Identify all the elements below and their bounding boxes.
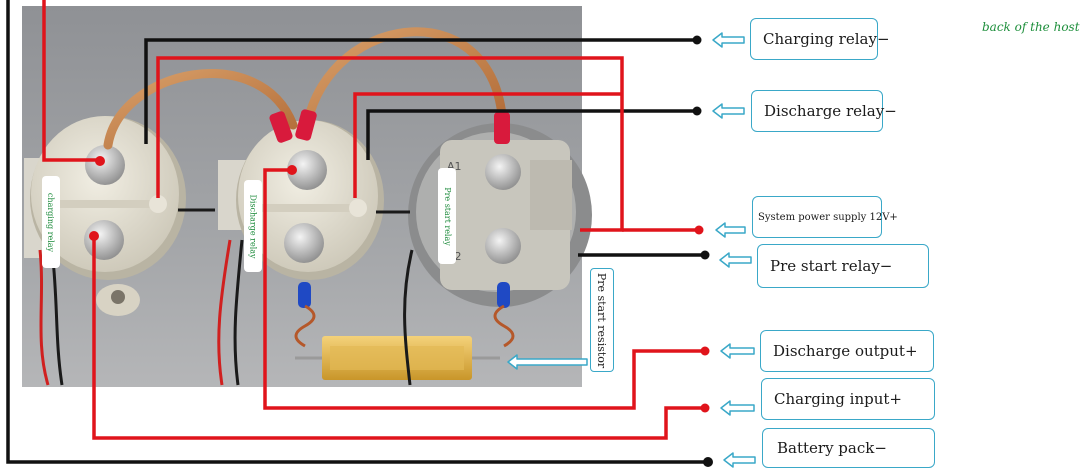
wire-charging-input bbox=[92, 236, 703, 440]
callout-charging-input-pos-text: Charging input+ bbox=[774, 390, 902, 408]
callout-battery-pack-neg: Battery pack− bbox=[762, 428, 935, 468]
callout-battery-pack-neg-text: Battery pack− bbox=[777, 439, 887, 457]
callout-charging-input-pos: Charging input+ bbox=[761, 378, 935, 420]
callout-discharge-output-pos: Discharge output+ bbox=[760, 330, 934, 372]
callout-system-power: System power supply 12V+ bbox=[752, 196, 898, 238]
pre-start-resistor-text: Pre start resistor bbox=[595, 272, 609, 368]
discharge-relay-tag: Discharge relay bbox=[244, 180, 262, 272]
charging-relay-tag: charging relay bbox=[42, 176, 60, 268]
wire-battery-neg bbox=[6, 0, 706, 464]
wire-charging-relay-neg bbox=[144, 38, 697, 144]
arrow-charging-relay bbox=[712, 32, 745, 48]
pre-start-resistor-callout: Pre start resistor bbox=[590, 268, 614, 372]
pre-start-relay: A1 A2 bbox=[408, 123, 592, 307]
callout-discharge-relay-neg-text: Discharge relay− bbox=[764, 102, 897, 120]
host-note: back of the host bbox=[982, 20, 1080, 34]
arrow-discharge-relay bbox=[712, 103, 745, 119]
wiring-lines bbox=[6, 0, 706, 464]
charging-relay-tag-text: charging relay bbox=[46, 192, 56, 252]
callout-pre-start-relay-neg: Pre start relay− bbox=[757, 244, 929, 288]
pre-start-relay-tag-text: Pre start relay bbox=[442, 186, 452, 246]
arrow-battery-pack bbox=[723, 452, 756, 468]
blue-connectors bbox=[298, 282, 510, 308]
arrow-pre-start-relay bbox=[719, 252, 752, 268]
callout-charging-relay-neg: Charging relay− bbox=[750, 18, 890, 60]
wire-system-power bbox=[156, 56, 624, 232]
pointer-arrows bbox=[507, 32, 756, 468]
wire-discharge-output bbox=[263, 168, 703, 410]
arrow-discharge-output bbox=[720, 343, 755, 359]
wire-system-power-c bbox=[353, 92, 622, 198]
wire-charging-top bbox=[42, 0, 96, 162]
discharge-relay bbox=[218, 120, 384, 280]
arrow-system-power bbox=[715, 222, 746, 238]
callout-discharge-output-pos-text: Discharge output+ bbox=[773, 342, 918, 360]
charging-relay bbox=[24, 116, 186, 316]
callout-charging-relay-neg-text: Charging relay− bbox=[763, 30, 890, 48]
callout-pre-start-relay-neg-text: Pre start relay− bbox=[770, 257, 893, 275]
callout-system-power-text: System power supply 12V+ bbox=[758, 211, 898, 223]
heat-shrink-sleeves bbox=[269, 109, 510, 144]
callout-discharge-relay-neg: Discharge relay− bbox=[751, 90, 897, 132]
discharge-relay-tag-text: Discharge relay bbox=[248, 193, 258, 259]
wire-discharge-relay-neg bbox=[366, 109, 697, 160]
pre-start-resistor bbox=[294, 304, 515, 380]
relay-photo: A1 A2 bbox=[22, 6, 592, 387]
wire-endpoints bbox=[89, 35, 713, 467]
arrow-charging-input bbox=[720, 400, 755, 416]
pre-start-relay-tag: Pre start relay bbox=[438, 168, 456, 264]
copper-cables bbox=[103, 27, 508, 150]
arrow-pre-start-resistor bbox=[507, 354, 588, 370]
